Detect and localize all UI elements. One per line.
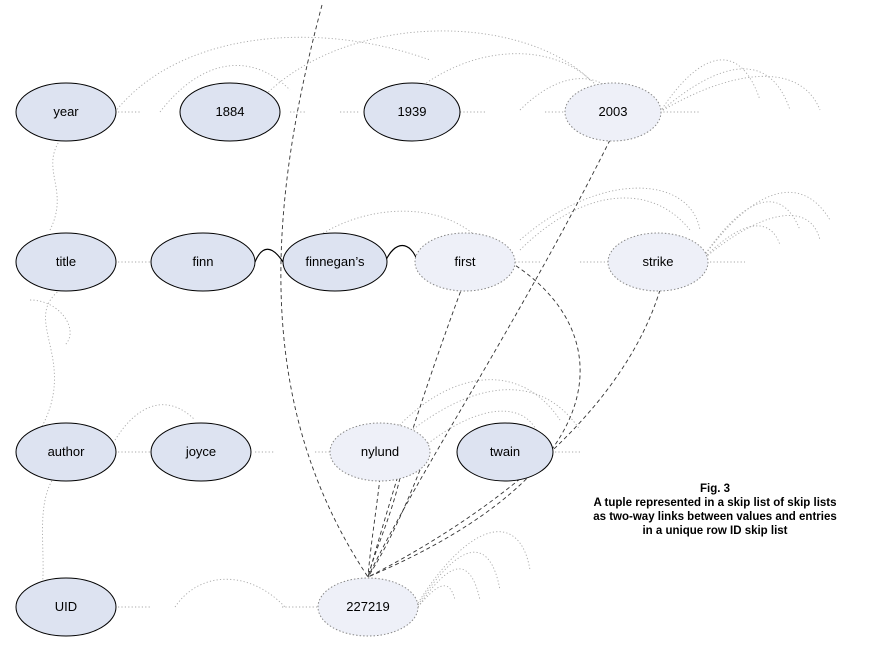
- value-node-1884[interactable]: [179, 82, 281, 142]
- value-node-strike[interactable]: [607, 232, 709, 292]
- value-label-227219: 227219: [346, 599, 389, 614]
- value-node-2003[interactable]: [564, 82, 662, 142]
- figure-caption: Fig. 3 A tuple represented in a skip lis…: [565, 482, 865, 538]
- value-node-twain[interactable]: [456, 422, 554, 482]
- caption-line: as two-way links between values and entr…: [593, 511, 837, 523]
- value-label-2003: 2003: [599, 104, 628, 119]
- value-label-strike: strike: [642, 254, 673, 269]
- header-node-year[interactable]: [15, 82, 117, 142]
- value-label-joyce: joyce: [185, 444, 216, 459]
- header-label-title: title: [56, 254, 76, 269]
- value-label-finn: finn: [193, 254, 214, 269]
- header-node-title[interactable]: [15, 232, 117, 292]
- value-label-1884: 1884: [216, 104, 245, 119]
- header-node-author[interactable]: [15, 422, 117, 482]
- dotted-links: [29, 30, 831, 608]
- value-node-227219[interactable]: [317, 577, 419, 637]
- row-year: year 1884 1939 2003: [15, 82, 662, 142]
- row-uid: UID 227219: [15, 577, 419, 637]
- value-label-1939: 1939: [398, 104, 427, 119]
- header-node-uid[interactable]: [15, 577, 117, 637]
- value-label-finnegans: finnegan’s: [305, 254, 365, 269]
- value-label-twain: twain: [490, 444, 520, 459]
- value-node-finn[interactable]: [150, 232, 256, 292]
- header-label-author: author: [48, 444, 86, 459]
- value-node-finnegans[interactable]: [282, 232, 388, 292]
- header-label-year: year: [53, 104, 79, 119]
- value-node-1939[interactable]: [363, 82, 461, 142]
- header-label-uid: UID: [55, 599, 77, 614]
- row-author: author joyce nylund twain: [15, 422, 554, 482]
- row-title: title finn finnegan’s first strike: [15, 232, 709, 292]
- value-label-first: first: [455, 254, 476, 269]
- caption-line: in a unique row ID skip list: [642, 525, 788, 537]
- value-label-nylund: nylund: [361, 444, 399, 459]
- caption-line: A tuple represented in a skip list of sk…: [593, 497, 837, 509]
- caption-label: Fig. 3: [699, 483, 731, 495]
- value-node-first[interactable]: [414, 232, 516, 292]
- value-node-nylund[interactable]: [329, 422, 431, 482]
- value-node-joyce[interactable]: [150, 422, 252, 482]
